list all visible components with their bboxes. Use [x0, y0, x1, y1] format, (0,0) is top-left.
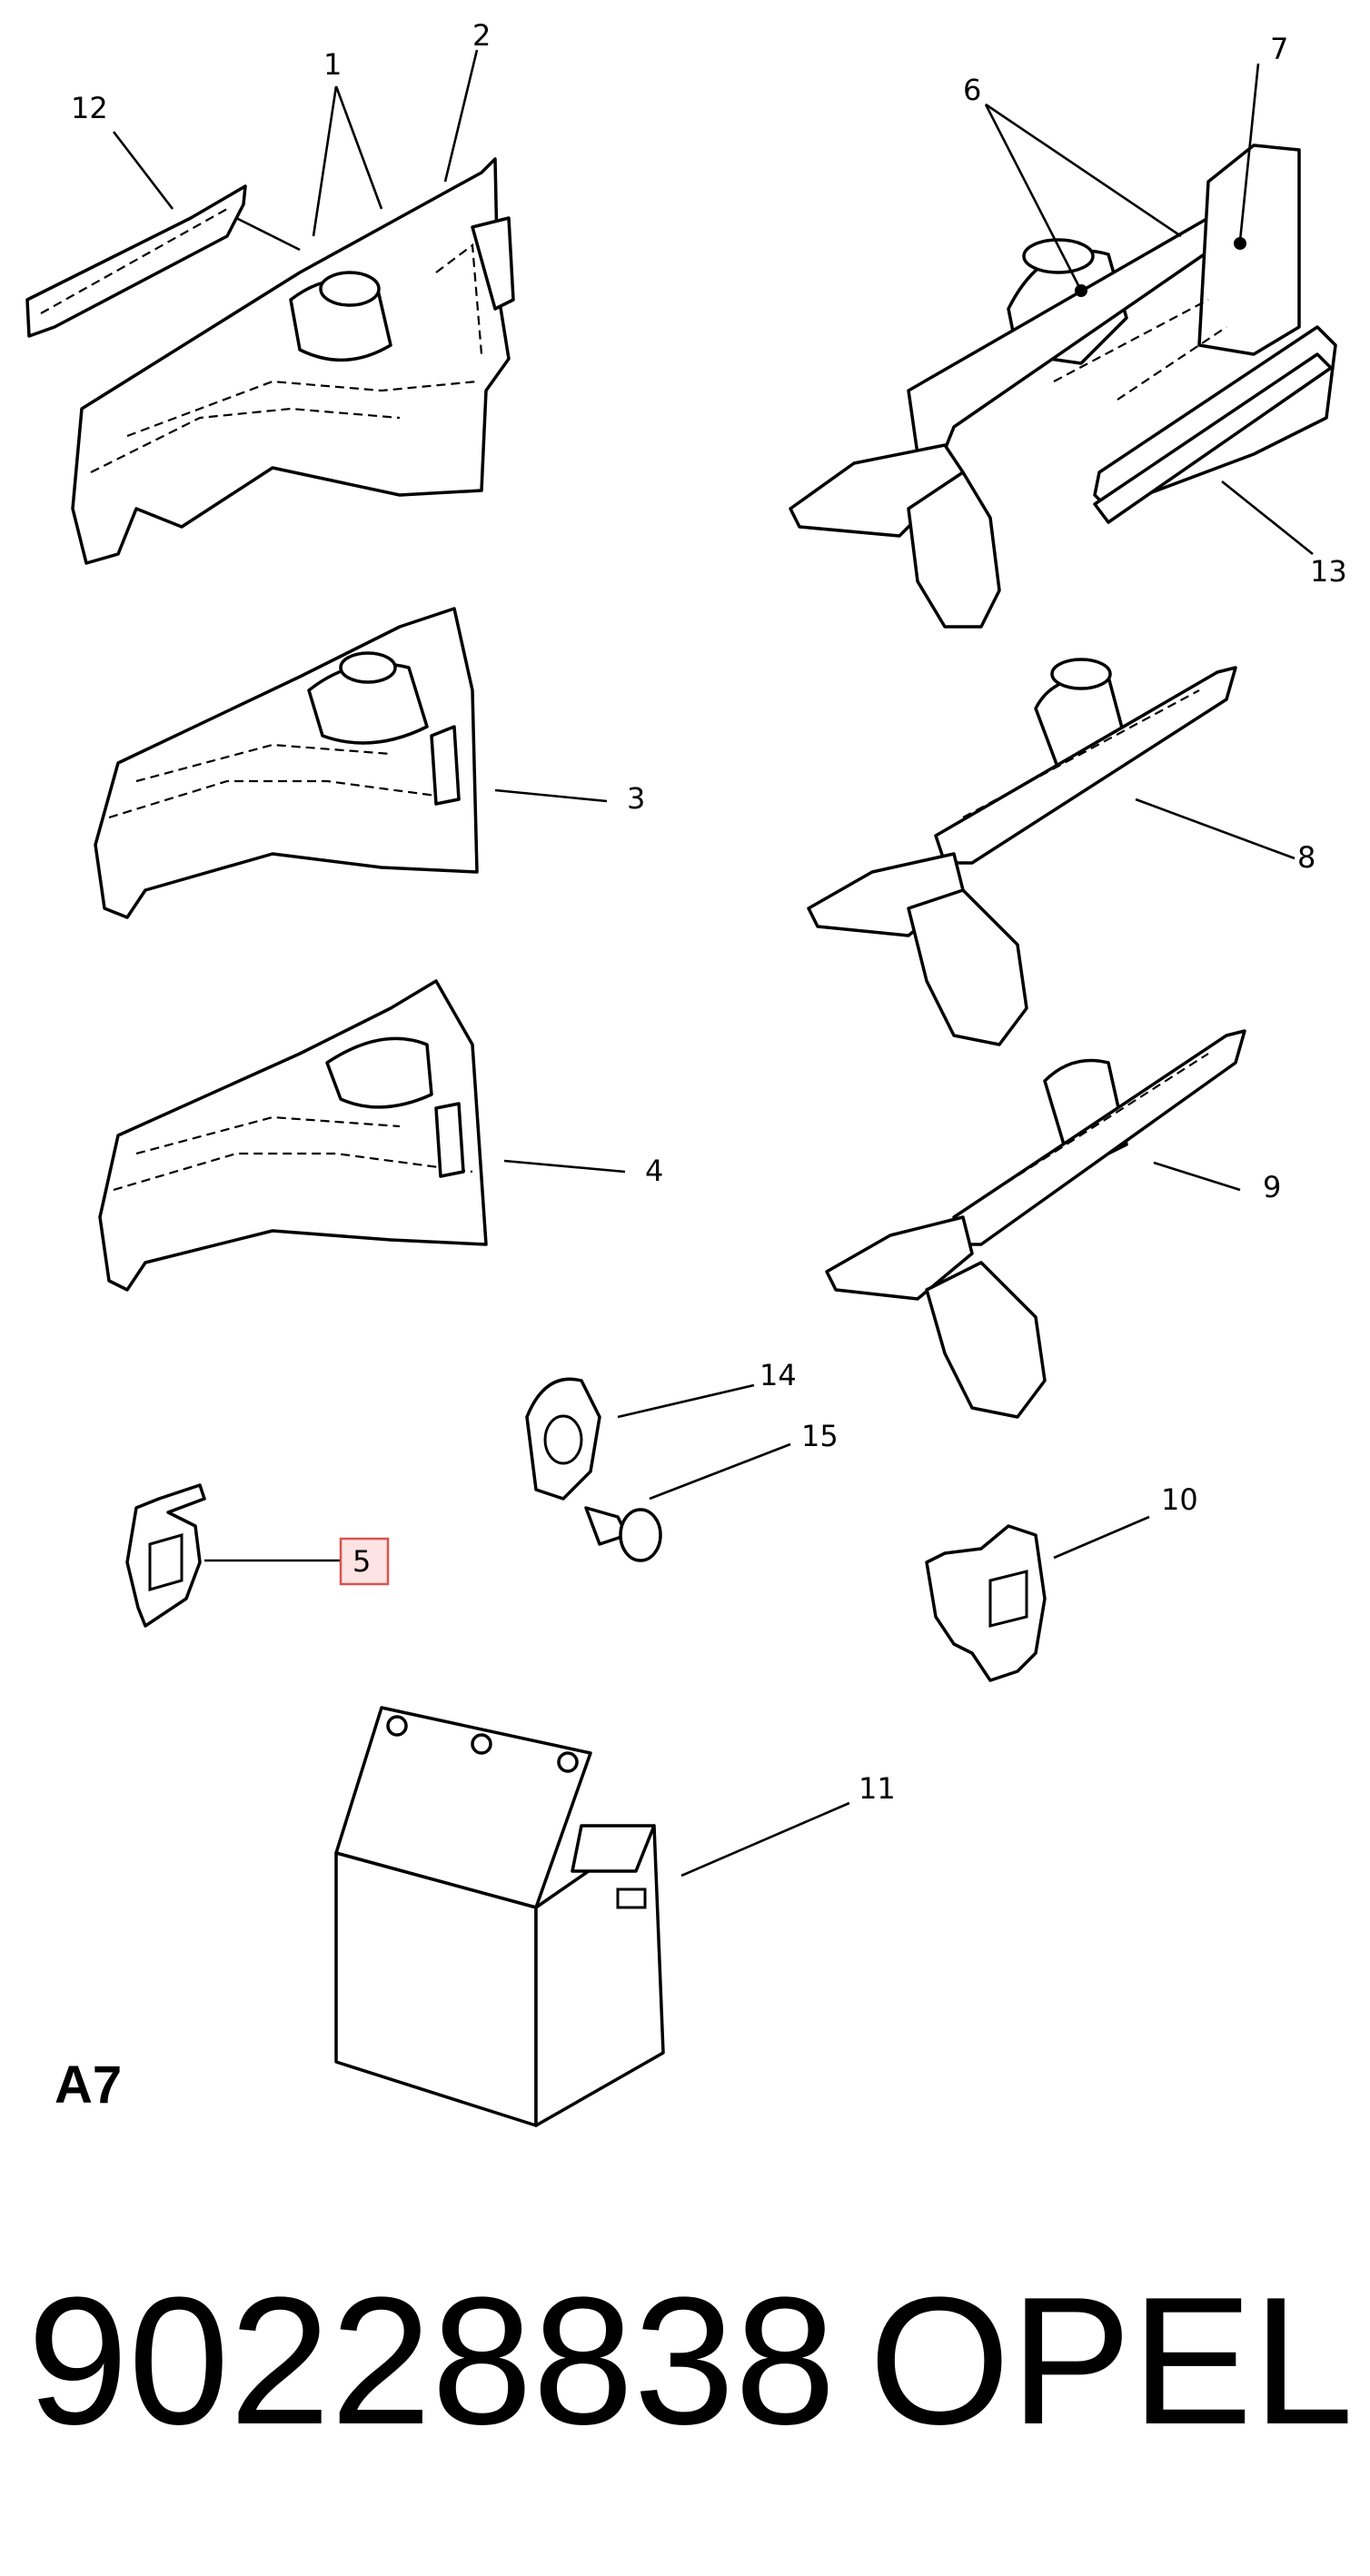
part-5-bracket: [125, 1483, 206, 1628]
exploded-parts-diagram: 1 2 12 6 7 13 3 8 4 9 14 15 5 10 11: [25, 18, 1347, 2127]
leader-2: [443, 49, 479, 183]
leader-6b: [985, 103, 1182, 238]
leader-6a: [984, 104, 1083, 292]
callout-12: 12: [71, 91, 108, 125]
part-3-wheelhouse-panel: [94, 607, 479, 919]
leader-3: [494, 788, 608, 803]
callout-10: 10: [1161, 1482, 1198, 1517]
leader-8: [1135, 798, 1296, 860]
callout-9: 9: [1263, 1170, 1281, 1204]
callout-1: 1: [323, 47, 342, 82]
leader-1b: [334, 85, 383, 210]
part-11-box: [334, 1706, 665, 2127]
callout-7: 7: [1270, 32, 1288, 66]
part-14-plate: [525, 1377, 601, 1501]
leader-1a: [312, 85, 338, 237]
part-13-rail: [1093, 352, 1333, 524]
callout-11: 11: [859, 1771, 896, 1806]
leader-7: [1238, 63, 1260, 242]
callout-8: 8: [1297, 840, 1315, 875]
callout-5-highlight: [339, 1537, 390, 1586]
callout-6: 6: [963, 73, 981, 107]
leader-dot-7: [1234, 237, 1246, 250]
part-1-left-wheelhouse-assembly: [71, 157, 515, 565]
part-12-rail: [25, 184, 247, 338]
part-9-strut-rail: [825, 1029, 1246, 1419]
callout-14: 14: [759, 1358, 797, 1392]
callout-5: 5: [352, 1544, 371, 1579]
leader-15: [649, 1442, 791, 1501]
leader-11: [680, 1801, 850, 1878]
callout-4: 4: [645, 1154, 663, 1188]
part-number: 90228838: [27, 2260, 836, 2462]
callout-13: 13: [1310, 554, 1347, 589]
brand-name: OPEL: [869, 2260, 1354, 2462]
callout-3: 3: [627, 781, 645, 816]
leader-10: [1053, 1515, 1150, 1560]
part-10-bracket: [925, 1524, 1047, 1682]
leader-dot-6: [1075, 284, 1087, 297]
part-6-right-strut-assembly: [789, 144, 1337, 629]
part-15-plug: [584, 1506, 662, 1562]
footer-caption: 90228838 OPEL: [27, 2253, 1354, 2471]
callout-15: 15: [801, 1419, 839, 1453]
page-code-label: A7: [55, 2056, 123, 2115]
callout-2: 2: [472, 18, 491, 53]
leader-14: [617, 1383, 755, 1419]
leader-12b: [235, 216, 301, 252]
leader-4: [503, 1159, 626, 1174]
part-4-wheelhouse-panel: [98, 979, 488, 1292]
leader-12: [112, 131, 174, 210]
part-8-strut-rail: [807, 658, 1237, 1046]
leader-13: [1221, 480, 1314, 556]
leader-9: [1153, 1161, 1241, 1192]
